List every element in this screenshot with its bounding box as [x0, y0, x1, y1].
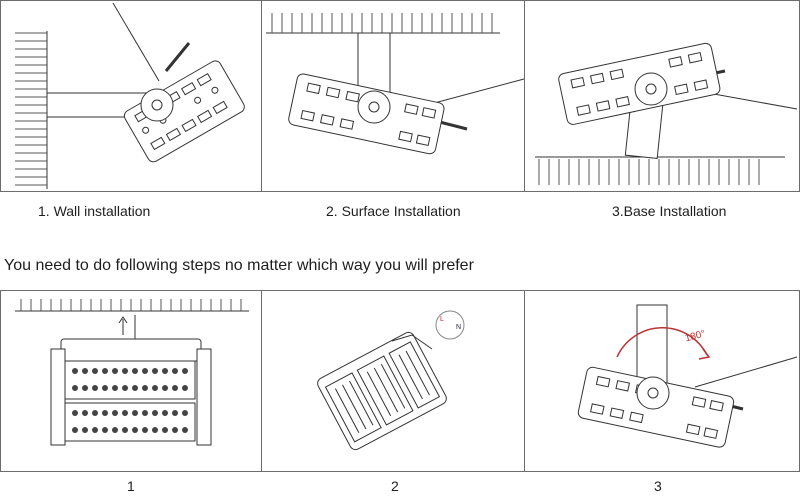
step-2-number: 2 [391, 478, 399, 494]
step-3-number: 3 [654, 478, 662, 494]
base-installation-panel [524, 0, 800, 192]
base-installation-caption: 3.Base Installation [612, 203, 727, 219]
rotation-angle-label: 180° [684, 328, 707, 344]
step-3-panel: 180° [524, 290, 800, 472]
surface-installation-caption: 2. Surface Installation [326, 203, 461, 219]
step-2-direction-label-l: L [440, 316, 444, 323]
step-3-illustration: 180° [577, 304, 798, 448]
surface-installation-illustration [266, 13, 525, 155]
step-1-illustration [15, 299, 249, 446]
step-1-number: 1 [127, 478, 135, 494]
surface-installation-panel [261, 0, 525, 192]
step-2-illustration: L N [317, 310, 465, 451]
wall-installation-caption: 1. Wall installation [38, 203, 151, 219]
wall-installation-illustration [15, 2, 245, 189]
step-2-direction-label-n: N [456, 324, 461, 331]
step-1-panel [0, 290, 262, 472]
step-2-panel: L N [261, 290, 525, 472]
wall-installation-panel [0, 0, 262, 192]
instruction-text: You need to do following steps no matter… [4, 257, 474, 274]
base-installation-illustration [535, 42, 798, 185]
